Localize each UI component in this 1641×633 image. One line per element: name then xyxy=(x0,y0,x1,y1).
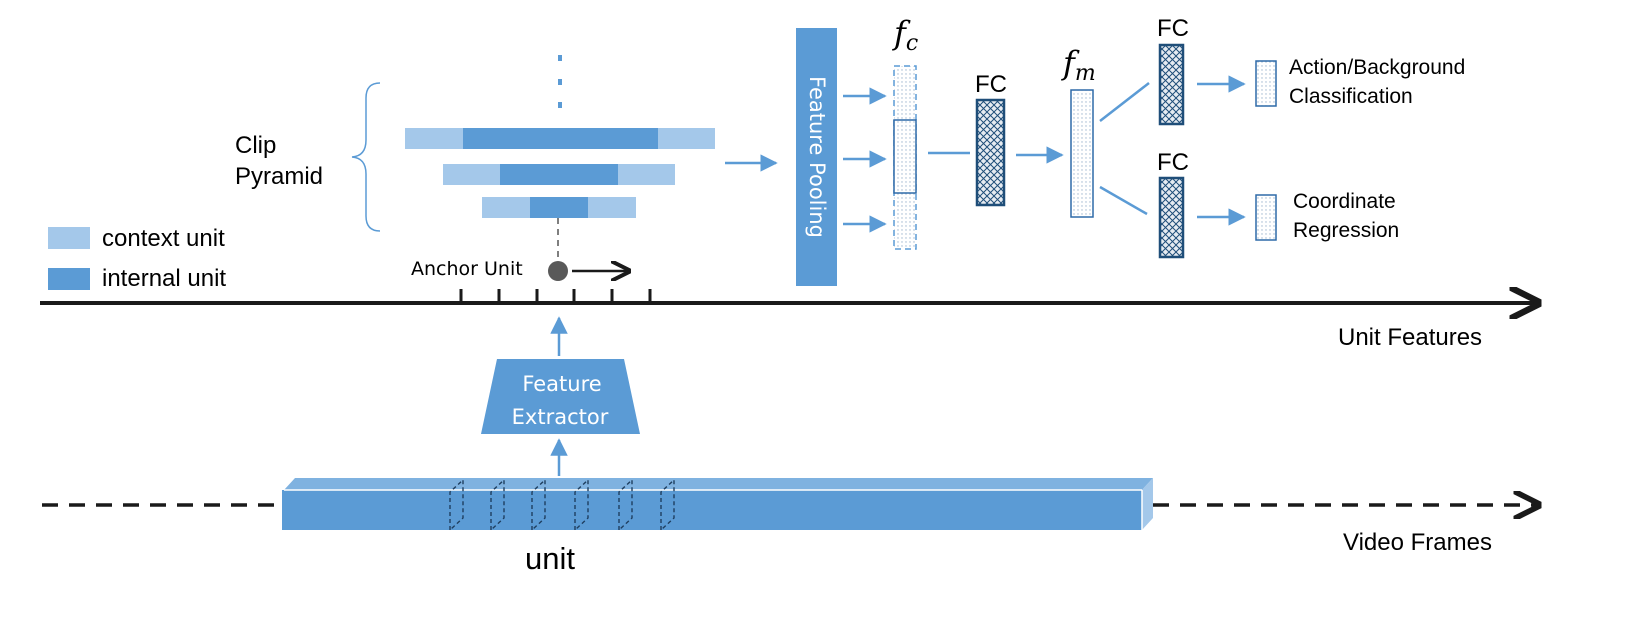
frame-slice xyxy=(531,478,546,532)
fm-to-fc3-line xyxy=(1099,185,1148,216)
video-bar-top xyxy=(284,478,1153,490)
fc-layer-1-block xyxy=(975,98,1006,207)
unit-features-label: Unit Features xyxy=(1338,324,1482,351)
extractor-label-line1: Feature xyxy=(522,372,601,396)
frame-slice xyxy=(574,478,589,532)
fc-layer-3: FC xyxy=(1157,149,1189,259)
fc-feature-vector-center xyxy=(893,119,917,194)
anchor-unit-label: Anchor Unit xyxy=(411,258,523,280)
feature-extractor-block xyxy=(481,359,640,434)
pyramid-label-line1: Clip xyxy=(235,132,276,159)
anchor-dot xyxy=(548,261,568,281)
feature-pooling-label: Feature Pooling xyxy=(805,76,829,238)
frame-slice xyxy=(618,478,633,532)
classification-output: Action/Background Classification xyxy=(1255,56,1465,108)
clip-pyramid: Clip Pyramid xyxy=(235,55,715,262)
regression-vector xyxy=(1255,194,1277,241)
fc-layer-1-label: FC xyxy=(975,71,1007,98)
classification-vector xyxy=(1255,60,1277,107)
regression-label-line1: Coordinate xyxy=(1293,190,1396,213)
feature-extractor: Feature Extractor xyxy=(481,316,640,476)
frame-slice xyxy=(660,478,675,532)
video-frames-label: Video Frames xyxy=(1343,529,1492,556)
regression-label-line2: Regression xyxy=(1293,219,1399,242)
frame-slices xyxy=(449,478,675,532)
internal-unit-label: internal unit xyxy=(102,265,226,292)
fm-feature: fm xyxy=(1061,44,1096,218)
internal-segment xyxy=(530,197,588,218)
context-unit-swatch xyxy=(48,227,90,249)
fc-feature: fc xyxy=(892,14,918,250)
pyramid-brace xyxy=(351,82,381,232)
video-bar-side xyxy=(1142,478,1153,530)
feature-pooling: Feature Pooling xyxy=(796,28,887,286)
fc-layer-2-label: FC xyxy=(1157,15,1189,42)
fc-layer-3-block xyxy=(1158,176,1185,259)
internal-unit-swatch xyxy=(48,268,90,290)
fc-layer-3-label: FC xyxy=(1157,149,1189,176)
legend: context unit internal unit xyxy=(48,225,226,292)
fm-to-fc2-line xyxy=(1099,82,1150,122)
classification-label-line2: Classification xyxy=(1289,85,1413,108)
unit-features-axis: Unit Features xyxy=(40,289,1535,351)
ellipsis-dot xyxy=(558,55,562,61)
frame-slice xyxy=(449,478,464,532)
feature-pooling-block xyxy=(796,28,837,286)
fc-layer-2: FC xyxy=(1157,15,1189,126)
regression-output: Coordinate Regression xyxy=(1255,190,1399,242)
context-unit-label: context unit xyxy=(102,225,225,252)
unit-label: unit xyxy=(525,541,575,576)
fc-layer-2-block xyxy=(1158,43,1185,126)
fm-feature-vector xyxy=(1070,89,1094,218)
fc-feature-label: fc xyxy=(892,14,918,56)
ellipsis-dot xyxy=(558,79,562,85)
frame-slice xyxy=(490,478,505,532)
fm-feature-label: fm xyxy=(1061,44,1096,86)
ellipsis-dot xyxy=(558,102,562,108)
classification-label-line1: Action/Background xyxy=(1289,56,1465,79)
extractor-label-line2: Extractor xyxy=(512,405,609,429)
internal-segment xyxy=(463,128,658,149)
internal-segment xyxy=(500,164,618,185)
pyramid-label-line2: Pyramid xyxy=(235,163,323,190)
anchor-unit: Anchor Unit xyxy=(411,258,627,281)
video-bar-front xyxy=(282,490,1142,530)
video-frames: unit Video Frames xyxy=(42,478,1536,576)
fc-layer-1: FC xyxy=(975,71,1007,207)
